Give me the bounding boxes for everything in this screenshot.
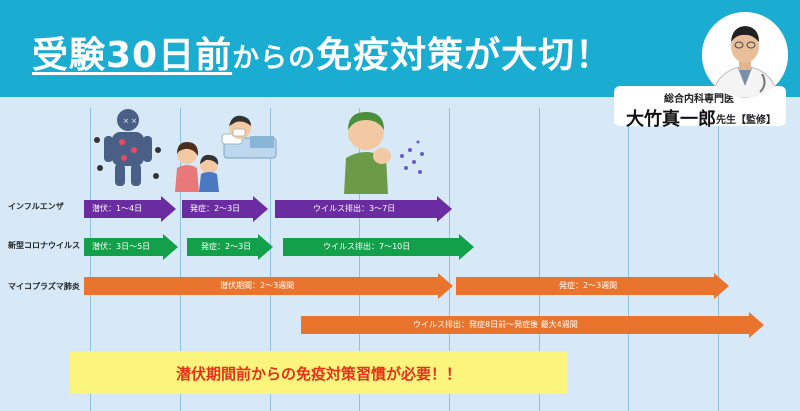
arrow-head bbox=[161, 196, 176, 222]
arrow-label: 潜伏：1～4日 bbox=[92, 204, 143, 213]
arrow-body bbox=[182, 200, 253, 218]
arrow-label: ウイルス排出：7～10日 bbox=[323, 242, 411, 251]
title-main: 免疫対策が大切！ bbox=[316, 35, 613, 76]
timeline-gridline bbox=[628, 108, 629, 411]
arrow-head bbox=[253, 196, 268, 222]
header-banner bbox=[0, 0, 800, 97]
arrow-head bbox=[163, 234, 178, 260]
mycoplasma-incubation-arrow: 潜伏期間：2～3週間 bbox=[84, 273, 453, 299]
row-label-covid: 新型コロナウイルス bbox=[8, 241, 80, 250]
arrow-body bbox=[84, 238, 163, 256]
arrow-head bbox=[459, 234, 474, 260]
arrow-label: 発症：2～3日 bbox=[201, 242, 252, 251]
influenza-onset-arrow: 発症：2～3日 bbox=[182, 196, 268, 222]
timeline-gridline bbox=[539, 108, 540, 411]
influenza-shedding-arrow: ウイルス排出：3～7日 bbox=[275, 196, 452, 222]
timeline-gridline bbox=[90, 108, 91, 411]
mycoplasma-shedding-arrow: ウイルス排出：発症8日前～発症後 最大4週間 bbox=[301, 312, 764, 338]
timeline-gridline bbox=[180, 108, 181, 411]
arrow-body bbox=[275, 200, 437, 218]
timeline-gridline bbox=[718, 108, 719, 411]
arrow-head bbox=[438, 273, 453, 299]
arrow-head bbox=[258, 234, 273, 260]
arrow-body bbox=[187, 238, 258, 256]
doctor-title-suffix: 先生【監修】 bbox=[716, 115, 776, 126]
arrow-label: ウイルス排出：3～7日 bbox=[313, 204, 396, 213]
timeline-gridline bbox=[359, 108, 360, 411]
covid-shedding-arrow: ウイルス排出：7～10日 bbox=[283, 234, 474, 260]
sick-child-bed-icon bbox=[220, 108, 280, 166]
notice-box: 潜伏期間前からの免疫対策習慣が必要！！ bbox=[70, 351, 567, 394]
arrow-head bbox=[749, 312, 764, 338]
arrow-head bbox=[437, 196, 452, 222]
arrow-label: ウイルス排出：発症8日前～発症後 最大4週間 bbox=[413, 320, 578, 329]
arrow-body bbox=[456, 277, 714, 295]
arrow-body bbox=[84, 277, 438, 295]
arrow-body bbox=[301, 316, 749, 334]
page-title: 受験30日前からの免疫対策が大切！ bbox=[32, 26, 612, 78]
row-label-influenza: インフルエンザ bbox=[8, 202, 64, 211]
covid-incubation-arrow: 潜伏：3日～5日 bbox=[84, 234, 178, 260]
svg-text:× ×: × × bbox=[123, 117, 137, 125]
influenza-incubation-arrow: 潜伏：1～4日 bbox=[84, 196, 176, 222]
timeline-gridline bbox=[449, 108, 450, 411]
doctor-photo-icon bbox=[702, 12, 788, 98]
arrow-label: 潜伏：3日～5日 bbox=[92, 242, 151, 251]
coughing-man-icon bbox=[330, 106, 430, 198]
arrow-body bbox=[84, 200, 161, 218]
arrow-body bbox=[283, 238, 459, 256]
title-connector: からの bbox=[232, 43, 317, 74]
doctor-name: 大竹真一郎 bbox=[626, 109, 716, 130]
arrow-head bbox=[714, 273, 729, 299]
notice-text: 潜伏期間前からの免疫対策習慣が必要！！ bbox=[175, 365, 461, 383]
mycoplasma-onset-arrow: 発症：2～3週間 bbox=[456, 273, 729, 299]
doctor-role: 総合内科専門医 bbox=[664, 94, 734, 105]
covid-onset-arrow: 発症：2～3日 bbox=[187, 234, 273, 260]
row-label-mycoplasma: マイコプラズマ肺炎 bbox=[8, 282, 80, 291]
arrow-label: 潜伏期間：2～3週間 bbox=[220, 281, 295, 290]
mother-child-icon bbox=[173, 140, 229, 198]
arrow-label: 発症：2～3日 bbox=[190, 204, 241, 213]
virus-figure-icon: × × bbox=[92, 106, 164, 192]
title-highlight: 受験30日前 bbox=[32, 35, 233, 76]
arrow-label: 発症：2～3週間 bbox=[559, 281, 618, 290]
